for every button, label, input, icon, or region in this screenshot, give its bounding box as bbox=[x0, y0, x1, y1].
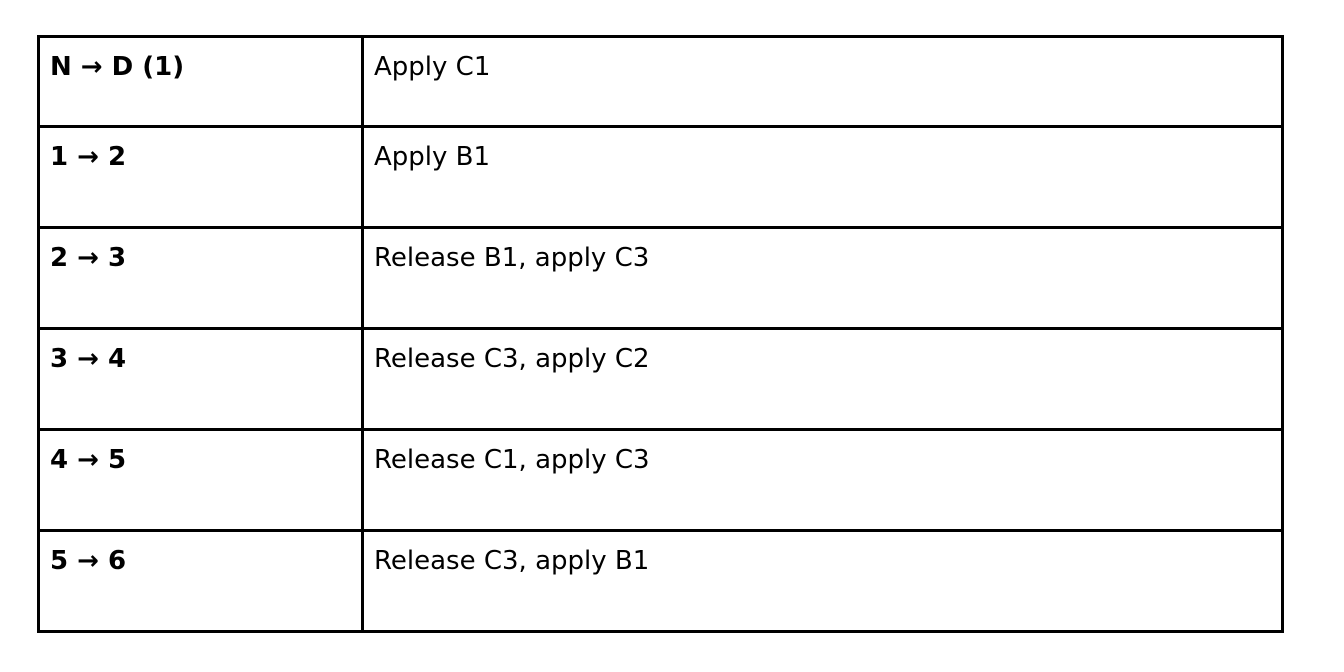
step-cell: N → D (1) bbox=[37, 35, 364, 128]
action-cell: Apply C1 bbox=[361, 35, 1284, 128]
table-row: 4 → 5 Release C1, apply C3 bbox=[37, 428, 1284, 532]
table-row: 2 → 3 Release B1, apply C3 bbox=[37, 226, 1284, 330]
table-row: 5 → 6 Release C3, apply B1 bbox=[37, 529, 1284, 633]
action-cell: Release C3, apply C2 bbox=[361, 327, 1284, 431]
action-cell: Apply B1 bbox=[361, 125, 1284, 229]
table-row: 1 → 2 Apply B1 bbox=[37, 125, 1284, 229]
step-cell: 1 → 2 bbox=[37, 125, 364, 229]
step-cell: 4 → 5 bbox=[37, 428, 364, 532]
action-cell: Release C1, apply C3 bbox=[361, 428, 1284, 532]
table-row: N → D (1) Apply C1 bbox=[37, 35, 1284, 128]
action-cell: Release B1, apply C3 bbox=[361, 226, 1284, 330]
table-row: 3 → 4 Release C3, apply C2 bbox=[37, 327, 1284, 431]
step-cell: 5 → 6 bbox=[37, 529, 364, 633]
step-cell: 2 → 3 bbox=[37, 226, 364, 330]
action-cell: Release C3, apply B1 bbox=[361, 529, 1284, 633]
shift-sequence-table: N → D (1) Apply C1 1 → 2 Apply B1 2 → 3 … bbox=[37, 35, 1284, 633]
step-cell: 3 → 4 bbox=[37, 327, 364, 431]
